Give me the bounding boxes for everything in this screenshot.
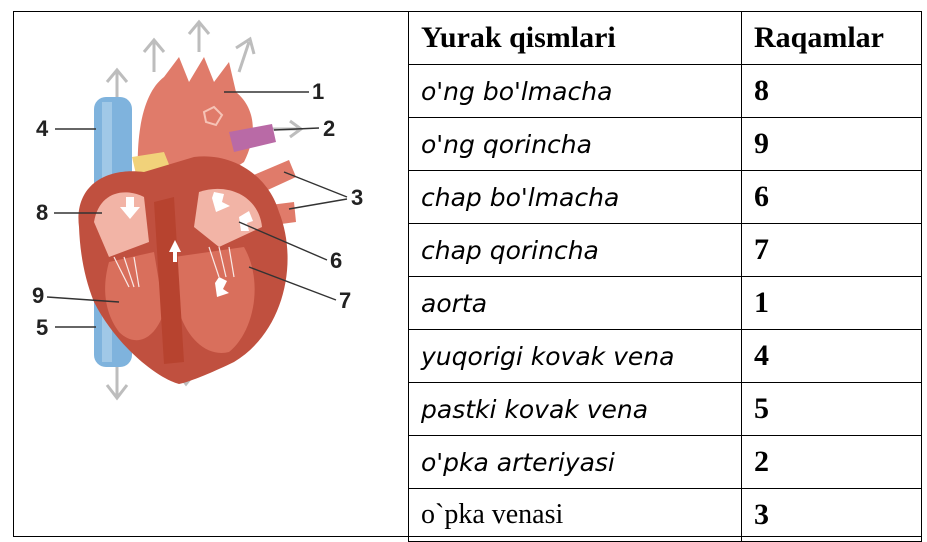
part-number: 5 xyxy=(742,383,922,436)
heart-diagram: 1 2 3 4 5 6 7 8 9 xyxy=(14,12,408,536)
label-7: 7 xyxy=(339,288,351,313)
label-9: 9 xyxy=(32,283,44,308)
part-name: pastki kovak vena xyxy=(409,383,742,436)
table-row: o'ng bo'lmacha 8 xyxy=(409,65,922,118)
table-row: chap bo'lmacha 6 xyxy=(409,171,922,224)
label-4: 4 xyxy=(36,116,49,141)
part-number: 4 xyxy=(742,330,922,383)
part-number: 9 xyxy=(742,118,922,171)
part-number: 7 xyxy=(742,224,922,277)
part-number: 6 xyxy=(742,171,922,224)
table-row: pastki kovak vena 5 xyxy=(409,383,922,436)
part-number: 2 xyxy=(742,436,922,489)
label-6: 6 xyxy=(330,248,342,273)
part-name: chap qorincha xyxy=(409,224,742,277)
label-1: 1 xyxy=(312,79,324,104)
part-name: yuqorigi kovak vena xyxy=(409,330,742,383)
table-row: o`pka venasi 3 xyxy=(409,489,922,542)
label-2: 2 xyxy=(323,116,335,141)
header-number: Raqamlar xyxy=(742,12,922,65)
part-name: o'pka arteriyasi xyxy=(409,436,742,489)
label-3: 3 xyxy=(351,185,363,210)
label-8: 8 xyxy=(36,200,48,225)
table-row: yuqorigi kovak vena 4 xyxy=(409,330,922,383)
part-number: 1 xyxy=(742,277,922,330)
label-5: 5 xyxy=(36,315,48,340)
part-name: aorta xyxy=(409,277,742,330)
part-number: 8 xyxy=(742,65,922,118)
part-name: o'ng qorincha xyxy=(409,118,742,171)
part-number: 3 xyxy=(742,489,922,542)
table-row: o'ng qorincha 9 xyxy=(409,118,922,171)
heart-parts-table: Yurak qismlari Raqamlar o'ng bo'lmacha 8… xyxy=(408,11,922,542)
heart-illustration: 1 2 3 4 5 6 7 8 9 xyxy=(14,12,408,536)
table-row: aorta 1 xyxy=(409,277,922,330)
part-name: o`pka venasi xyxy=(409,489,742,542)
table-header-row: Yurak qismlari Raqamlar xyxy=(409,12,922,65)
table-row: chap qorincha 7 xyxy=(409,224,922,277)
part-name: o'ng bo'lmacha xyxy=(409,65,742,118)
part-name: chap bo'lmacha xyxy=(409,171,742,224)
table-row: o'pka arteriyasi 2 xyxy=(409,436,922,489)
header-part: Yurak qismlari xyxy=(409,12,742,65)
